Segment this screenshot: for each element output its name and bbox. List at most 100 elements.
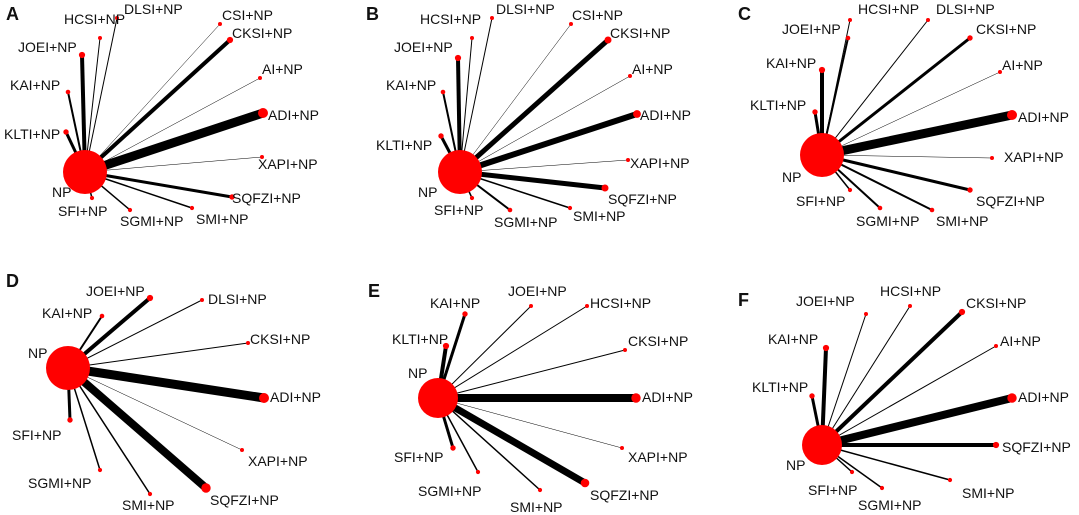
node-label-kai-plus-np: KAI+NP [430,295,480,311]
edge-np-xapi-plus-np [437,397,623,449]
edge-np-xapi-plus-np [459,159,629,173]
edge-np-smi-plus-np [67,367,151,495]
node-adi-plus-np [1007,393,1017,403]
edge-np-cksi-plus-np [83,38,232,174]
node-kai-plus-np [818,66,826,74]
node-sfi-plus-np [67,417,73,423]
hub-node-np [418,378,458,418]
node-smi-plus-np [947,477,953,483]
node-joei-plus-np [864,312,868,316]
edge-np-ai-plus-np [821,345,997,446]
node-hcsi-plus-np [585,304,589,308]
hub-label: NP [418,184,437,200]
node-label-adi-plus-np: ADI+NP [1018,109,1069,125]
node-ai-plus-np [258,76,262,80]
node-dlsi-plus-np [200,298,204,302]
node-label-kai-plus-np: KAI+NP [42,305,92,321]
node-label-cksi-plus-np: CKSI+NP [232,25,292,41]
edge-np-sqfzi-plus-np [459,169,606,191]
node-smi-plus-np [929,207,935,213]
edge-np-dlsi-plus-np [821,19,929,156]
hub-label: NP [28,345,47,361]
node-cksi-plus-np [623,348,627,352]
hub-label: NP [52,184,71,200]
node-sgmi-plus-np [97,467,103,473]
node-hcsi-plus-np [98,36,102,40]
node-sgmi-plus-np [127,207,133,213]
edge-np-adi-plus-np [459,111,638,175]
node-xapi-plus-np [620,446,624,450]
node-label-adi-plus-np: ADI+NP [268,107,319,123]
node-xapi-plus-np [626,158,630,162]
node-cksi-plus-np [967,35,973,41]
node-sgmi-plus-np [877,205,883,211]
node-label-adi-plus-np: ADI+NP [642,389,693,405]
node-dlsi-plus-np [926,18,930,22]
node-label-sqfzi-plus-np: SQFZI+NP [976,193,1045,209]
hub-node-np [438,150,482,194]
edge-np-sqfzi-plus-np [84,170,233,199]
node-sfi-plus-np [89,195,95,201]
node-label-kai-plus-np: KAI+NP [386,77,436,93]
node-sfi-plus-np [450,445,456,451]
node-label-joei-plus-np: JOEI+NP [86,283,145,299]
node-label-klti-plus-np: KLTI+NP [4,126,60,142]
edge-np-sqfzi-plus-np [821,153,971,192]
node-label-dlsi-plus-np: DLSI+NP [124,1,183,17]
node-label-sqfzi-plus-np: SQFZI+NP [232,190,301,206]
node-adi-plus-np [631,393,641,403]
node-adi-plus-np [258,108,268,118]
node-label-sgmi-plus-np: SGMI+NP [494,214,557,230]
hub-label: NP [782,169,801,185]
hub-node-np [802,425,842,465]
edge-np-adi-plus-np [83,108,265,177]
node-label-cksi-plus-np: CKSI+NP [966,295,1026,311]
node-label-cksi-plus-np: CKSI+NP [610,25,670,41]
node-adi-plus-np [633,110,641,118]
edge-np-hcsi-plus-np [84,37,101,173]
hub-node-np [800,133,844,177]
edge-np-adi-plus-np [821,394,1013,449]
node-klti-plus-np [438,133,444,139]
edge-np-hcsi-plus-np [437,305,588,399]
node-sqfzi-plus-np [967,187,973,193]
node-label-klti-plus-np: KLTI+NP [750,97,806,113]
node-joei-plus-np [78,51,86,59]
edge-np-smi-plus-np [437,397,541,491]
node-label-hcsi-plus-np: HCSI+NP [420,11,481,27]
node-klti-plus-np [809,393,815,399]
edge-np-ai-plus-np [84,77,261,173]
node-label-joei-plus-np: JOEI+NP [796,293,855,309]
node-xapi-plus-np [990,156,994,160]
node-label-cksi-plus-np: CKSI+NP [976,21,1036,37]
edge-np-cksi-plus-np [67,342,249,369]
node-klti-plus-np [812,109,818,115]
edge-np-cksi-plus-np [437,349,626,399]
node-label-dlsi-plus-np: DLSI+NP [496,1,555,17]
edge-np-ai-plus-np [821,71,1001,156]
node-label-xapi-plus-np: XAPI+NP [628,449,688,465]
node-label-sgmi-plus-np: SGMI+NP [856,213,919,229]
node-sfi-plus-np [849,469,855,475]
edge-np-xapi-plus-np [821,154,993,159]
node-label-smi-plus-np: SMI+NP [122,497,175,513]
node-xapi-plus-np [260,155,264,159]
node-label-hcsi-plus-np: HCSI+NP [590,295,651,311]
node-sqfzi-plus-np [229,194,235,200]
node-joei-plus-np [529,304,533,308]
node-klti-plus-np [63,129,69,135]
node-label-sgmi-plus-np: SGMI+NP [120,213,183,229]
node-label-xapi-plus-np: XAPI+NP [1004,149,1064,165]
edge-np-cksi-plus-np [458,38,610,174]
panel-letter: B [366,4,379,24]
node-label-xapi-plus-np: XAPI+NP [630,155,690,171]
node-label-dlsi-plus-np: DLSI+NP [936,1,995,17]
node-label-sfi-plus-np: SFI+NP [394,449,443,465]
node-csi-plus-np [218,22,222,26]
node-label-ai-plus-np: AI+NP [1000,333,1041,349]
node-smi-plus-np [567,205,573,211]
